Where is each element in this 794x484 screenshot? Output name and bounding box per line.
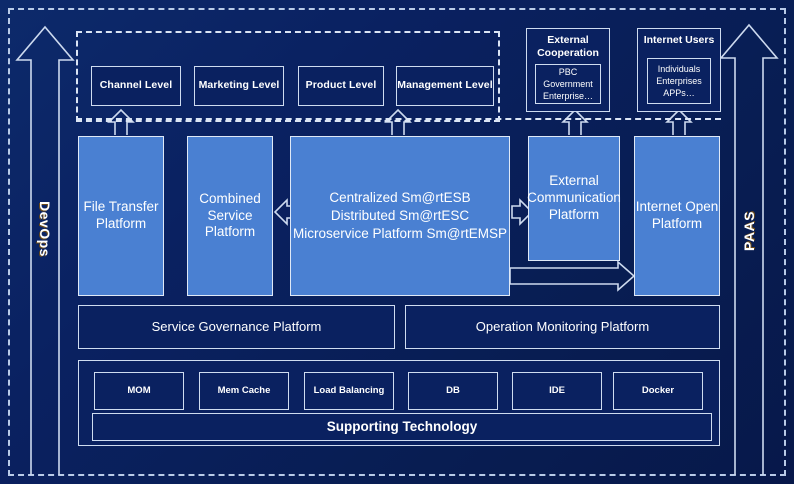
tech-box-docker[interactable]: Docker [613, 372, 703, 410]
internet-users-items-text: Individuals Enterprises APPs… [656, 63, 702, 99]
group-external-cooperation[interactable]: External Cooperation PBC Government Ente… [526, 28, 610, 112]
devops-text: DevOps [37, 201, 53, 257]
tech-box-mom[interactable]: MOM [94, 372, 184, 410]
platform-center-esb[interactable]: Centralized Sm@rtESB Distributed Sm@rtES… [290, 136, 510, 296]
tech-box-load-balancing[interactable]: Load Balancing [304, 372, 394, 410]
levels-platform-divider [76, 118, 721, 120]
tech-label-ide: IDE [549, 384, 565, 396]
group-items-internet-users: Individuals Enterprises APPs… [647, 58, 711, 104]
level-box-product[interactable]: Product Level [298, 66, 384, 106]
tech-label-load-balancing: Load Balancing [313, 384, 385, 396]
platform-label-external-communication: External Communication Platform [527, 173, 621, 222]
tech-box-ide[interactable]: IDE [512, 372, 602, 410]
side-label-paas: PAAS [741, 202, 757, 260]
platform-operation-monitoring[interactable]: Operation Monitoring Platform [405, 305, 720, 349]
paas-text: PAAS [741, 211, 757, 251]
platform-label-combined-service: Combined Service Platform [199, 190, 261, 240]
platform-internet-open[interactable]: Internet Open Platform [634, 136, 720, 296]
arrow-up-internet-open [665, 108, 693, 135]
platform-external-communication[interactable]: External Communication Platform [527, 136, 621, 261]
platform-combined-service[interactable]: Combined Service Platform [187, 136, 273, 296]
tech-label-mem-cache: Mem Cache [217, 384, 271, 396]
supporting-technology-banner[interactable]: Supporting Technology [92, 413, 712, 441]
level-box-channel[interactable]: Channel Level [91, 66, 181, 106]
platform-service-governance[interactable]: Service Governance Platform [78, 305, 395, 349]
center-line-distributed: Distributed Sm@rtESC [330, 207, 470, 223]
level-label-management: Management Level [397, 79, 493, 92]
tech-label-mom: MOM [127, 384, 151, 396]
center-line-centralized: Centralized Sm@rtESB [329, 189, 471, 205]
platform-label-internet-open: Internet Open Platform [635, 199, 719, 231]
group-title-internet-users: Internet Users [643, 34, 715, 46]
group-items-external-cooperation: PBC Government Enterprise… [535, 64, 601, 104]
level-label-product: Product Level [305, 79, 377, 92]
group-internet-users[interactable]: Internet Users Individuals Enterprises A… [637, 28, 721, 112]
label-service-governance: Service Governance Platform [151, 318, 322, 334]
tech-label-docker: Docker [641, 384, 675, 396]
label-operation-monitoring: Operation Monitoring Platform [475, 318, 650, 334]
business-levels-dashed-container [76, 31, 500, 122]
level-label-channel: Channel Level [99, 79, 173, 92]
arrow-up-external-comm [561, 108, 589, 135]
platform-label-file-transfer: File Transfer Platform [83, 199, 159, 231]
level-box-management[interactable]: Management Level [396, 66, 494, 106]
tech-box-db[interactable]: DB [408, 372, 498, 410]
side-label-devops: DevOps [37, 200, 53, 258]
tech-box-mem-cache[interactable]: Mem Cache [199, 372, 289, 410]
center-line-microservice: Microservice Platform Sm@rtEMSP [293, 226, 507, 242]
arrow-center-to-internet-open [509, 260, 636, 292]
group-title-external-cooperation: External Cooperation [537, 34, 599, 59]
center-platform-text-group: Centralized Sm@rtESB Distributed Sm@rtES… [293, 189, 507, 244]
level-box-marketing[interactable]: Marketing Level [194, 66, 284, 106]
level-label-marketing: Marketing Level [198, 79, 280, 92]
external-cooperation-items-text: PBC Government Enterprise… [542, 66, 594, 102]
supporting-technology-title: Supporting Technology [326, 418, 478, 434]
platform-file-transfer[interactable]: File Transfer Platform [78, 136, 164, 296]
tech-label-db: DB [446, 384, 460, 396]
